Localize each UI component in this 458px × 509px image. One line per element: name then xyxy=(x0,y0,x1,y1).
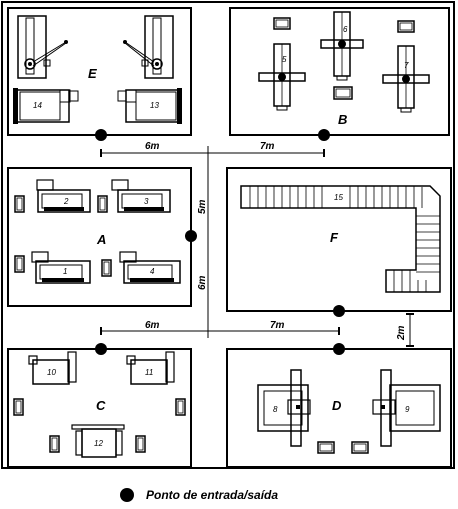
dim-bottom-left: 6m xyxy=(145,320,160,331)
entry-point-a xyxy=(185,230,197,242)
machine-14-number: 14 xyxy=(33,101,42,110)
dim-top-left: 6m xyxy=(145,141,160,152)
machine-3-number: 3 xyxy=(144,197,149,206)
area-a-label: A xyxy=(96,232,106,247)
area-c-label: C xyxy=(96,398,106,413)
machine-15-number: 15 xyxy=(334,193,343,202)
machine-5-number: 5 xyxy=(282,55,287,64)
legend-label: Ponto de entrada/saída xyxy=(146,488,279,502)
dim-vertical-mid: 5m xyxy=(197,199,208,214)
area-f-label: F xyxy=(330,230,339,245)
area-b: 6 5 7 B xyxy=(229,7,450,136)
entry-point-d xyxy=(333,343,345,355)
machine-11-number: 11 xyxy=(145,368,153,377)
entry-point-e xyxy=(95,129,107,141)
area-e-boundary xyxy=(7,7,192,136)
entry-point-f xyxy=(333,305,345,317)
machine-13-number: 13 xyxy=(150,101,159,110)
entry-point-b xyxy=(318,129,330,141)
machine-8-number: 8 xyxy=(273,405,278,414)
machine-1-number: 1 xyxy=(63,267,67,276)
machine-10-number: 10 xyxy=(47,368,56,377)
machine-6-number: 6 xyxy=(343,25,348,34)
area-e-label: E xyxy=(88,66,97,81)
area-b-label: B xyxy=(338,112,347,127)
area-a: 2 3 1 4 A xyxy=(7,167,192,307)
entry-point-legend-icon xyxy=(120,488,134,502)
dim-vertical-low: 6m xyxy=(197,275,208,290)
area-f-boundary xyxy=(226,167,452,312)
area-b-boundary xyxy=(229,7,450,136)
machine-7-number: 7 xyxy=(404,61,409,70)
area-d: 8 9 D xyxy=(226,348,452,468)
machine-12-number: 12 xyxy=(94,439,103,448)
entry-point-c xyxy=(95,343,107,355)
entry-exit-points xyxy=(95,129,345,355)
area-f: 15 F xyxy=(226,167,452,312)
machine-2-number: 2 xyxy=(63,197,69,206)
machine-9-number: 9 xyxy=(405,405,410,414)
floor-plan: 14 13 E 6 5 xyxy=(1,1,455,469)
area-e: 14 13 E xyxy=(7,7,192,136)
dim-top-right: 7m xyxy=(260,141,275,152)
area-c: 10 11 12 C xyxy=(7,348,192,468)
machine-4-number: 4 xyxy=(150,267,155,276)
dim-right-gap: 2m xyxy=(396,325,407,341)
legend: Ponto de entrada/saída xyxy=(120,486,278,504)
dim-bottom-right: 7m xyxy=(270,320,285,331)
area-d-label: D xyxy=(332,398,342,413)
dimension-lines: 6m 7m 5m 6m 6m 7m 2m xyxy=(100,141,414,347)
